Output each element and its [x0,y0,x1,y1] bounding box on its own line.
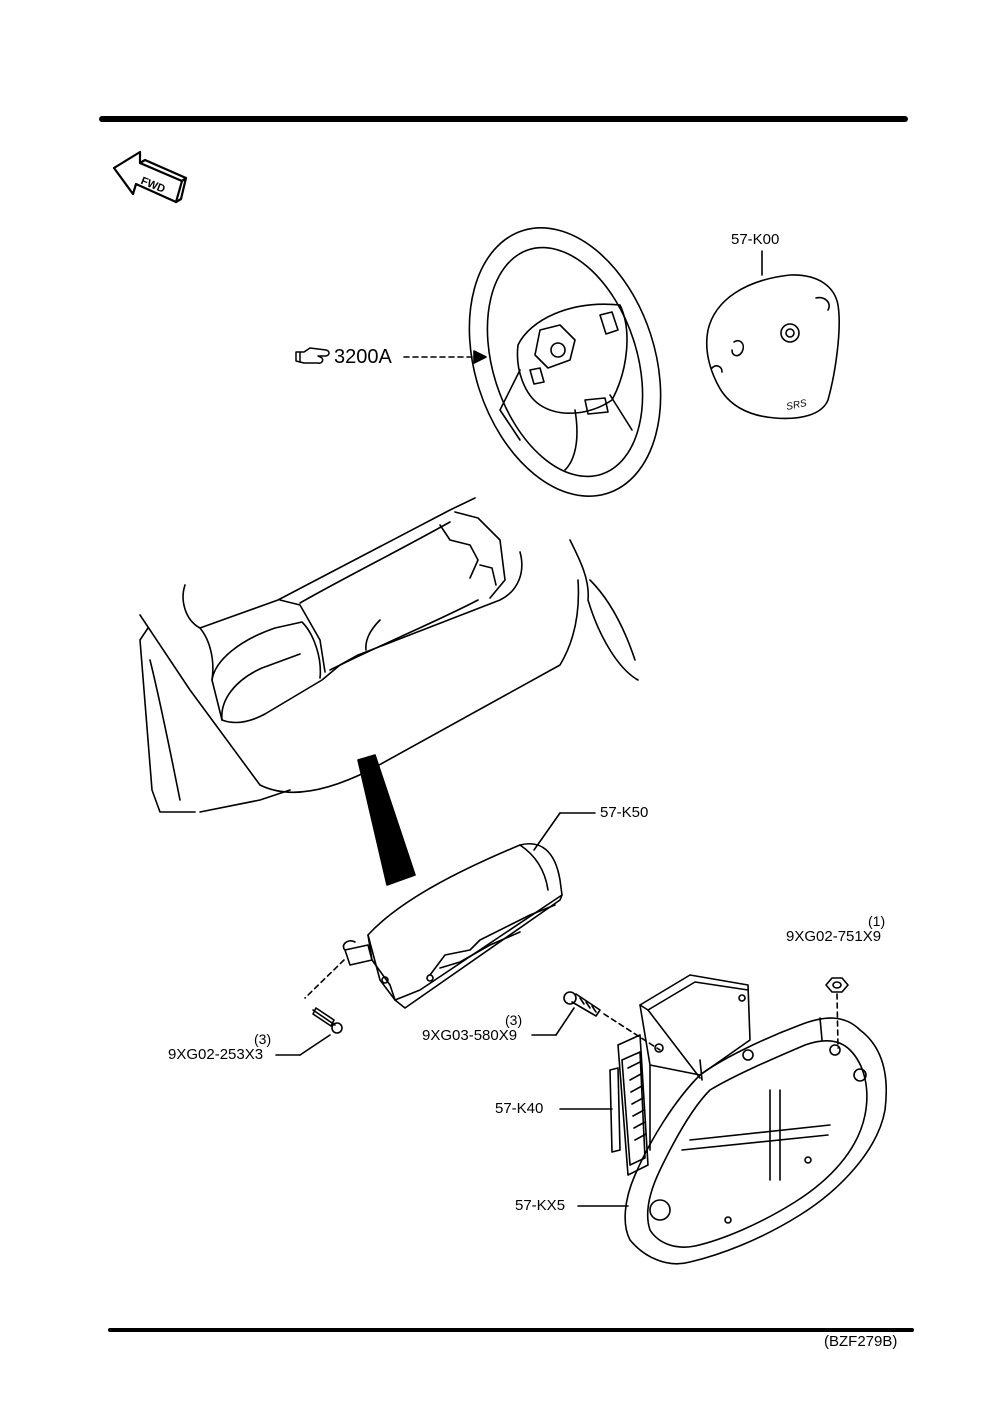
bolt-part-code: 9XG03-580X9 [422,1027,518,1044]
bolt-icon [563,991,601,1017]
bolt-dash-line [603,1013,661,1051]
screw-dash-line [304,959,345,999]
passenger-airbag-57-K50 [342,843,563,1009]
svg-text:SRS: SRS [785,398,808,413]
bracket-57-KX5 [624,1017,888,1265]
sas-unit-57-K40 [609,974,751,1176]
nut-dash-line [836,993,839,1049]
dashboard-panel [139,497,639,813]
ref-3200A-label: 3200A [334,346,392,368]
module-k50-leader-2 [533,812,561,851]
nut-part-code: 9XG02-751X9 [786,928,882,945]
part-label-57-K00: 57-K00 [731,231,780,248]
nut-icon [825,977,849,993]
ref-3200A-arrowhead [473,350,487,364]
fwd-arrow-icon: FWD [112,150,188,204]
nut-qty: (1) [868,913,886,929]
pointing-hand-icon [295,347,330,364]
part-label-57-K40: 57-K40 [495,1100,544,1117]
bolt-leader-2 [555,1007,575,1036]
screw-part-code: 9XG02-253X3 [168,1046,264,1063]
screw-icon [312,1007,343,1034]
part-label-57-K50: 57-K50 [600,804,649,821]
screw-leader-2 [299,1034,331,1056]
diagram-code: (BZF279B) [824,1333,898,1350]
hub-nut-icon [550,342,566,358]
screw-qty: (3) [254,1031,272,1047]
bolt-qty: (3) [505,1012,523,1028]
install-direction-arrow [357,754,416,886]
steering-wheel [468,227,662,497]
part-label-57-KX5: 57-KX5 [515,1197,566,1214]
airbag-pad-57-K00: SRS [705,274,840,420]
